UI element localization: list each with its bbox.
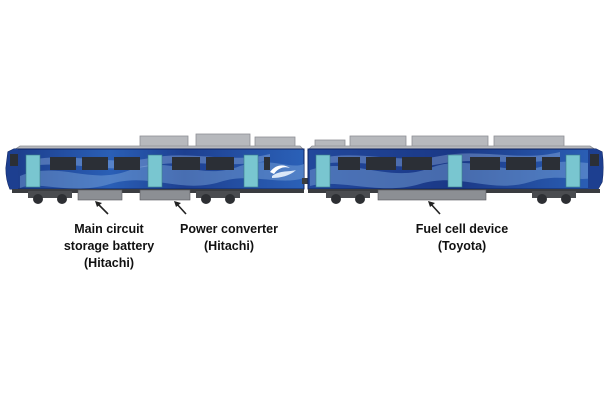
car-1 — [5, 133, 305, 204]
callout-power-converter: Power converter (Hitachi) — [180, 222, 278, 253]
coupler — [302, 178, 310, 184]
car-1-door-1 — [25, 154, 41, 188]
car-2-cab-window — [590, 154, 599, 166]
car-2-window-2 — [366, 157, 396, 170]
car-2-door-1 — [315, 154, 331, 188]
car-2-bogie-1 — [326, 191, 370, 204]
car-2-bogie-2 — [532, 191, 576, 204]
car-2-window-3 — [402, 157, 432, 170]
car-1-bogie-1 — [28, 191, 72, 204]
fuel-cell-label-line-2: (Toyota) — [438, 239, 486, 253]
car-1-door-2 — [147, 154, 163, 188]
car-2-window-4 — [470, 157, 500, 170]
battery-box — [77, 189, 123, 201]
car-2-window-6 — [542, 157, 560, 170]
power-converter-label-line-2: (Hitachi) — [204, 239, 254, 253]
power-converter-arrow — [174, 201, 187, 215]
car-2-window-5 — [506, 157, 536, 170]
power-converter-label-line-1: Power converter — [180, 222, 278, 236]
battery-label-line-3: (Hitachi) — [84, 256, 134, 270]
car-1-window-4 — [172, 157, 200, 170]
car-1-window-2 — [82, 157, 108, 170]
fuel-cell-box — [377, 189, 487, 201]
callout-fuel-cell-device: Fuel cell device (Toyota) — [416, 222, 508, 253]
wave-logo-icon — [270, 165, 296, 178]
fuel-cell-label-line-1: Fuel cell device — [416, 222, 508, 236]
battery-label-line-1: Main circuit — [74, 222, 144, 236]
car-1-cab-window — [10, 154, 18, 166]
car-1-bogie-2 — [196, 191, 240, 204]
battery-arrow — [95, 201, 109, 215]
callout-main-circuit-storage-battery: Main circuit storage battery (Hitachi) — [64, 222, 154, 270]
car-2-window-1 — [338, 157, 360, 170]
battery-label-line-2: storage battery — [64, 239, 154, 253]
car-2 — [307, 135, 604, 204]
car-1-window-5 — [206, 157, 234, 170]
fuel-cell-arrow — [428, 201, 441, 215]
car-1-window-1 — [50, 157, 76, 170]
car-1-door-3 — [243, 154, 259, 188]
power-converter-box — [139, 189, 191, 201]
car-2-door-3 — [565, 154, 581, 188]
car-1-window-6 — [264, 157, 270, 170]
car-2-door-2 — [447, 154, 463, 188]
car-1-window-3 — [114, 157, 140, 170]
